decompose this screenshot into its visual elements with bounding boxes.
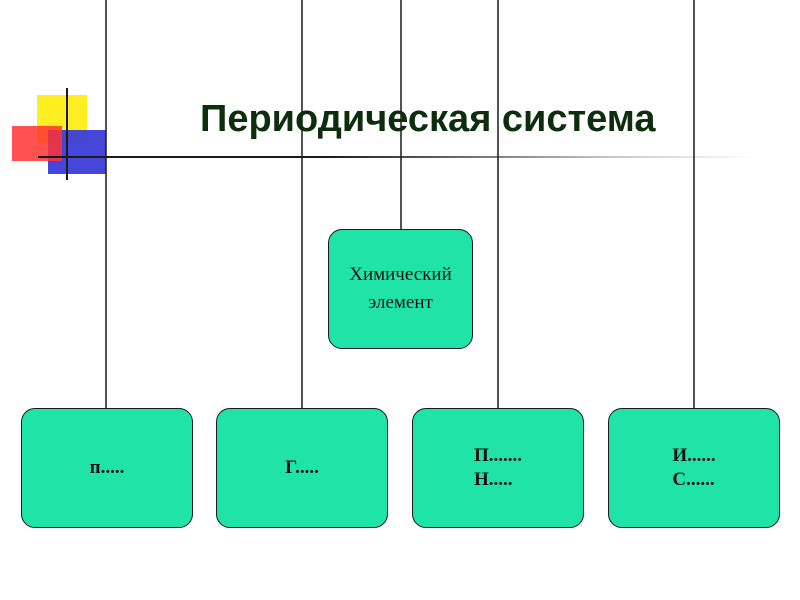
node-label-line-1: И...... [672,444,715,468]
slide-title: Периодическая система [200,98,720,141]
node-label-line-1: п..... [90,456,125,480]
node-label-line-1: Г..... [285,456,319,480]
node-label-line-1: П....... [474,444,522,468]
node-chemical-element: Химический элемент [328,229,473,349]
node-leaf-1: п..... [21,408,193,528]
node-label-line-2: элемент [349,289,452,317]
node-label-line-2: Н..... [474,468,513,492]
node-leaf-4: И...... С...... [608,408,780,528]
node-leaf-3: П....... Н..... [412,408,584,528]
node-label-line-1: Химический [349,261,452,289]
node-label-line-2: С...... [672,468,714,492]
node-leaf-2: Г..... [216,408,388,528]
